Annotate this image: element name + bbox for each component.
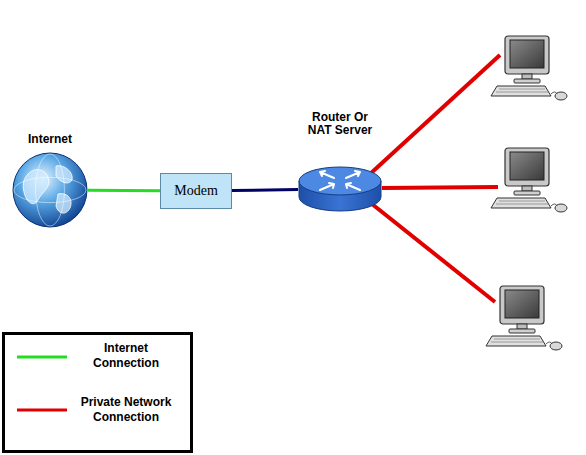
legend-line-sample (17, 356, 67, 359)
private-wire (382, 187, 498, 188)
modem-box: Modem (160, 173, 232, 209)
legend-line-sample (17, 409, 67, 412)
legend-label: Private Network Connection (71, 395, 181, 425)
router-symbol (298, 166, 382, 212)
legend-samples (5, 335, 190, 450)
computer-symbol (491, 148, 567, 212)
internet-node: Internet (12, 152, 88, 228)
router-node: Router Or NAT Server (298, 166, 382, 212)
box-label: Modem (174, 183, 218, 199)
node-label: Router Or NAT Server (302, 111, 378, 137)
connection-line (88, 189, 160, 192)
connection-line (232, 188, 298, 192)
globe-symbol (12, 152, 88, 228)
legend-label: Internet Connection (71, 341, 181, 371)
computer-symbol (486, 286, 562, 350)
node-label: Internet (0, 133, 100, 146)
legend-box: Internet ConnectionPrivate Network Conne… (2, 332, 193, 453)
private-wire (372, 204, 495, 302)
computer-symbol (491, 36, 567, 100)
private-wire (370, 55, 500, 174)
